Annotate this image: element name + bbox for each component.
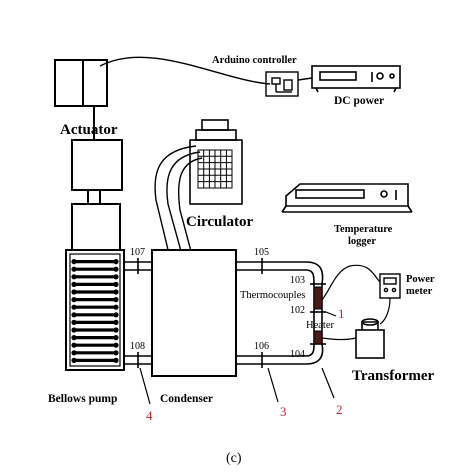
heater-label: Heater [306, 320, 334, 331]
bellows-fold-edge [71, 342, 77, 348]
transformer-body [355, 329, 385, 359]
temperature-logger-display [295, 189, 365, 199]
bellows-fold [74, 351, 116, 355]
bellows-fold-edge [71, 327, 77, 333]
bellows-pump [65, 203, 125, 371]
bellows-fold-edge [71, 297, 77, 303]
bellows-pump-housing [65, 249, 125, 371]
arduino-controller [265, 71, 299, 97]
bellows-fold-edge [71, 281, 77, 287]
bellows-fold-edge [71, 274, 77, 280]
wiring [321, 264, 391, 341]
bellows-fold-edge [113, 357, 119, 363]
point-marker-1: 1 [338, 306, 345, 321]
actuator-label: Actuator [60, 122, 118, 138]
arduino-label: Arduino controller [212, 55, 297, 66]
dc-power-supply [311, 65, 401, 93]
arduino-dc-cable [297, 77, 313, 81]
condenser [151, 249, 237, 377]
actuator-top-block [54, 59, 84, 107]
power-meter [379, 273, 401, 299]
heater-element-lower [313, 330, 323, 345]
thermocouple-104-label: 104 [290, 349, 305, 360]
bellows-fold-edge [113, 350, 119, 356]
bellows-fold-edge [113, 327, 119, 333]
bellows-fold-edge [113, 281, 119, 287]
temperature-logger-label-line2: logger [348, 236, 376, 247]
dc-power-display [319, 71, 357, 81]
heater [313, 286, 323, 345]
transformer-label: Transformer [352, 368, 435, 384]
bellows-pump-label: Bellows pump [48, 393, 117, 405]
bellows-fold-edge [113, 335, 119, 341]
bellows-fold-edge [113, 289, 119, 295]
thermocouple-107-label: 107 [130, 247, 145, 258]
bellows-fold-edge [113, 312, 119, 318]
bellows-fold-edge [71, 312, 77, 318]
bellows-fold-edge [71, 357, 77, 363]
heater-element-upper [313, 286, 323, 310]
bellows-fold-edge [113, 304, 119, 310]
bellows-fold-edge [71, 259, 77, 265]
thermocouple-105-label: 105 [254, 247, 269, 258]
bellows-fold-edge [71, 304, 77, 310]
heater-to-meter-wire [321, 264, 381, 301]
thermocouple-108-label: 108 [130, 341, 145, 352]
bellows-fold-edge [113, 274, 119, 280]
bellows-fold [74, 343, 116, 347]
bellows-fold [74, 305, 116, 309]
point-marker-3: 3 [280, 404, 287, 419]
bellows-fold-edge [113, 297, 119, 303]
figure-caption: (c) [226, 451, 242, 466]
temperature-logger-label-line1: Temperature [334, 224, 393, 235]
bellows-fold-edge [113, 319, 119, 325]
meter-to-transformer-wire [379, 297, 391, 325]
bellows-fold [74, 260, 116, 264]
bellows-fold-edge [71, 350, 77, 356]
circulator [189, 119, 243, 205]
bellows-pump-upper [71, 203, 121, 251]
bellows-fold-edge [71, 335, 77, 341]
bellows-fold-edge [71, 266, 77, 272]
thermocouple-102-label: 102 [290, 305, 305, 316]
thermocouple-103-label: 103 [290, 275, 305, 286]
point-marker-2: 2 [336, 402, 343, 417]
bellows-fold [74, 328, 116, 332]
condenser-label: Condenser [160, 393, 213, 405]
point-marker-arrows [139, 311, 337, 405]
actuator-rod [87, 189, 101, 205]
bellows-fold [74, 313, 116, 317]
bellows-fold [74, 275, 116, 279]
temperature-logger [281, 183, 413, 213]
bellows-fold [74, 290, 116, 294]
bellows-fold-edge [71, 289, 77, 295]
point-marker-4: 4 [146, 408, 153, 423]
power-meter-label-line1: Power [406, 274, 435, 285]
actuator-top-side [82, 59, 108, 107]
dc-power-label: DC power [334, 95, 384, 107]
bellows-fold-edge [113, 266, 119, 272]
bellows-fold [74, 358, 116, 362]
bellows-folds [71, 259, 119, 363]
bellows-fold-edge [113, 342, 119, 348]
bellows-fold [74, 267, 116, 271]
actuator-body [71, 139, 123, 191]
heater-to-transformer-wire [321, 337, 357, 341]
transformer [355, 318, 385, 359]
bellows-fold [74, 336, 116, 340]
bellows-fold-edge [71, 319, 77, 325]
bellows-fold-edge [113, 259, 119, 265]
thermocouple-106-label: 106 [254, 341, 269, 352]
bellows-fold [74, 320, 116, 324]
actuator-cable [99, 56, 271, 85]
thermocouples-label: Thermocouples [240, 290, 305, 301]
bellows-fold [74, 298, 116, 302]
power-meter-label-line2: meter [406, 286, 433, 297]
circulator-label: Circulator [186, 214, 254, 230]
bellows-fold [74, 282, 116, 286]
